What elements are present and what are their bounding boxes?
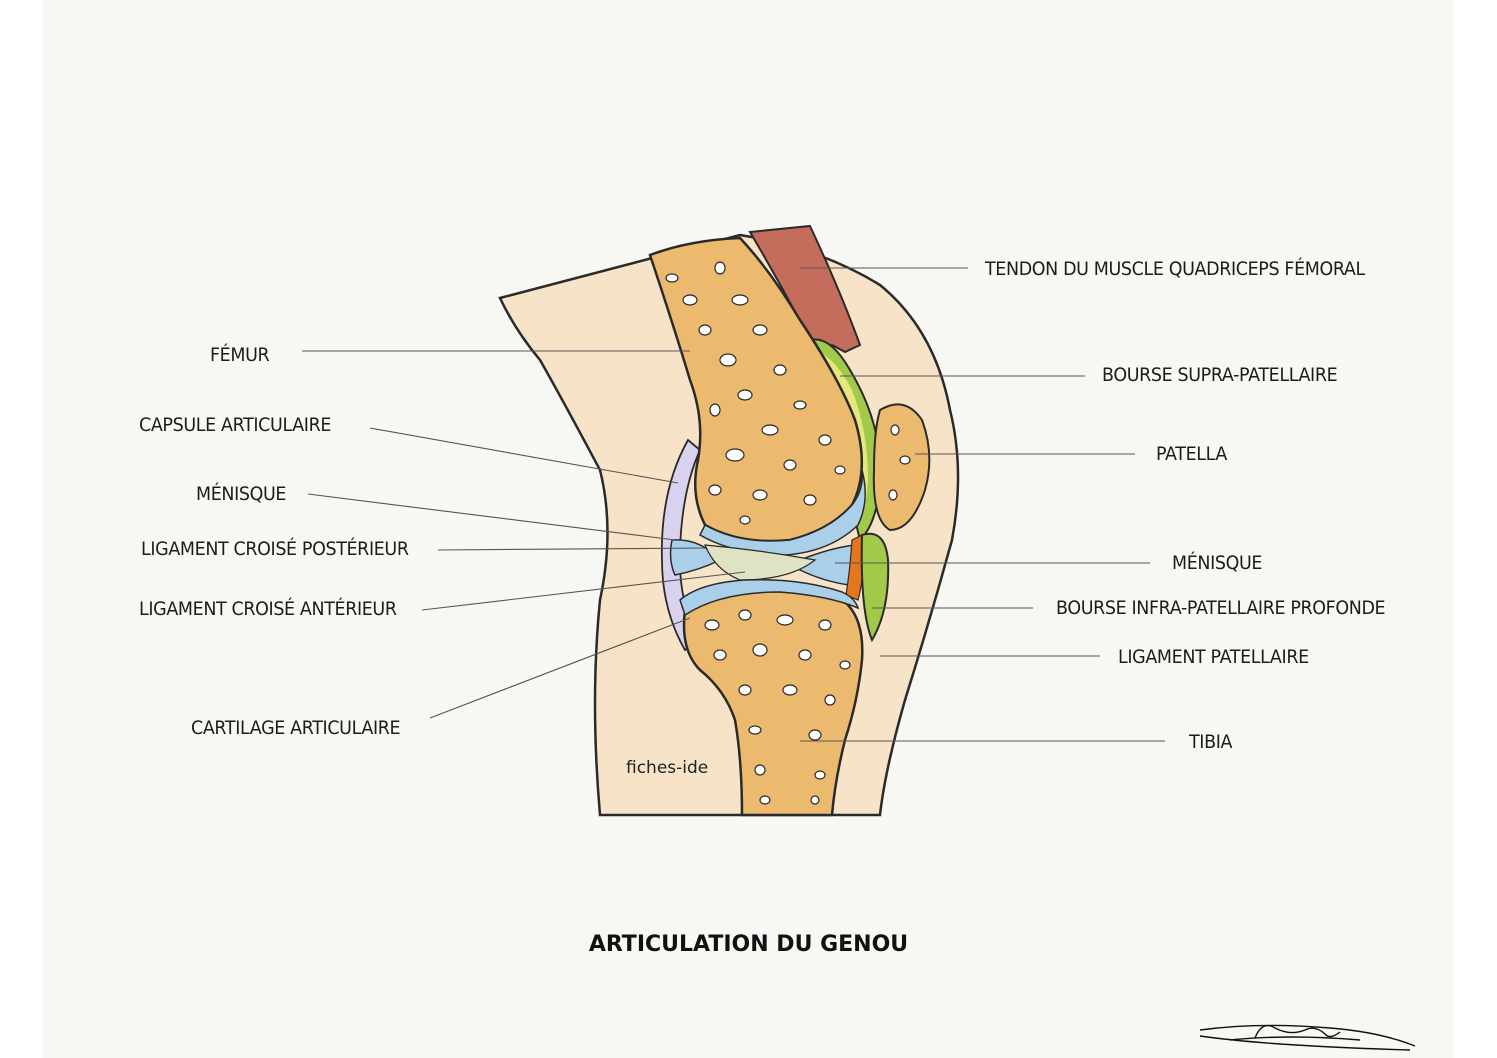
label-lcp: LIGAMENT CROISÉ POSTÉRIEUR [141,538,409,560]
cruciate-ligaments [704,544,817,581]
patella-bone [872,403,931,532]
signature-mark [1199,1024,1416,1051]
label-ligament-patellaire: LIGAMENT PATELLAIRE [1118,646,1309,668]
label-femur: FÉMUR [210,344,270,366]
label-bourse-supra: BOURSE SUPRA-PATELLAIRE [1102,364,1338,386]
label-cartilage: CARTILAGE ARTICULAIRE [191,717,401,739]
label-bourse-infra: BOURSE INFRA-PATELLAIRE PROFONDE [1056,597,1386,619]
quadriceps-tendon [748,224,862,362]
tibial-cartilage [679,579,860,617]
label-patella: PATELLA [1156,443,1228,465]
trabecular-bone-pattern [665,261,911,805]
label-menisque-left: MÉNISQUE [196,483,287,505]
label-tendon: TENDON DU MUSCLE QUADRICEPS FÉMORAL [985,258,1365,280]
watermark: fiches-ide [626,758,709,778]
label-capsule: CAPSULE ARTICULAIRE [139,414,332,436]
diagram-title: ARTICULATION DU GENOU [588,932,909,957]
label-menisque-right: MÉNISQUE [1172,552,1263,574]
label-tibia: TIBIA [1189,731,1233,753]
leader-lines [302,267,1165,742]
label-lca: LIGAMENT CROISÉ ANTÉRIEUR [139,598,397,620]
infrapatellar-bursa [860,532,890,643]
